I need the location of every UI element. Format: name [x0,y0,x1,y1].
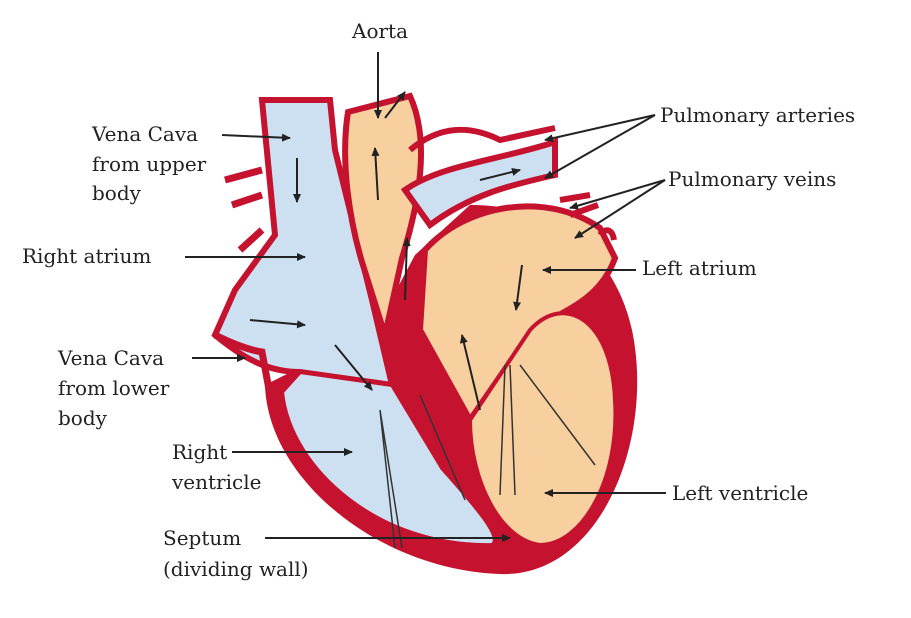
label-right-atrium: Right atrium [22,244,151,268]
pulmonary-artery [400,137,558,230]
label-vena-cava-lower-2: from lower [58,376,170,400]
chordae-tendineae [379,364,596,549]
label-left-atrium: Left atrium [642,256,757,280]
label-vena-cava-upper-1: Vena Cava [91,122,198,146]
label-septum-1: Septum [163,526,241,550]
label-vena-cava-lower-1: Vena Cava [57,346,164,370]
vena-cava-lower [213,331,303,402]
label-pointers [185,52,666,542]
label-pulmonary-arteries: Pulmonary arteries [660,103,855,127]
label-left-ventricle: Left ventricle [672,481,808,505]
aorta-vessel [342,92,424,347]
label-pulmonary-veins: Pulmonary veins [668,167,836,191]
pulmonary-veins [559,192,617,241]
aorta-arch [408,125,556,153]
label-aorta: Aorta [351,19,408,43]
label-vena-cava-upper-3: body [92,181,142,205]
left-ventricle-region [467,311,618,548]
label-septum-2: (dividing wall) [163,557,309,581]
label-right-ventricle-1: Right [172,440,227,464]
vessel-stubs [224,166,265,253]
label-vena-cava-upper-2: from upper [92,152,207,176]
label-right-ventricle-2: ventricle [171,470,261,494]
blood-flow-arrows [249,91,523,411]
label-vena-cava-lower-3: body [58,406,108,430]
